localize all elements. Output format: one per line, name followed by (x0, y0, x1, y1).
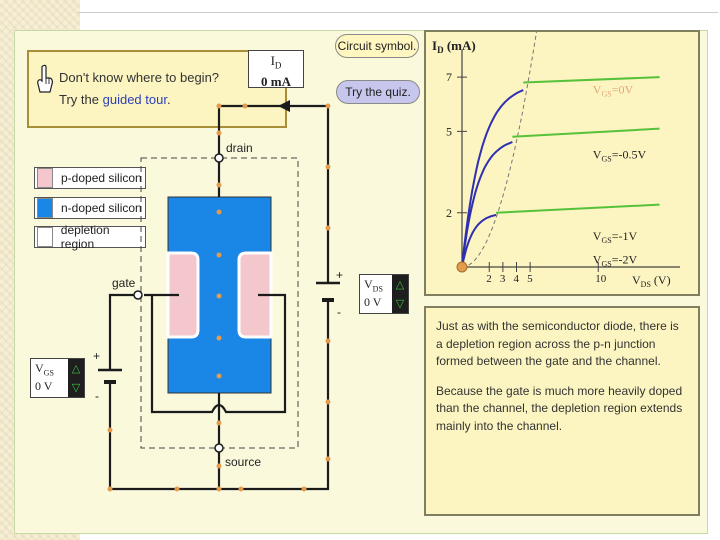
ohmic-curve (461, 89, 524, 268)
tour-prefix: Try the (59, 92, 99, 107)
vds-stepper: △ ▽ (392, 275, 408, 313)
explanation-box: Just as with the semiconductor diode, th… (424, 306, 700, 516)
tour-suggestion: Try the guided tour. (59, 92, 171, 107)
y-tick-label: 7 (446, 70, 452, 84)
vds-up-icon[interactable]: △ (395, 278, 405, 291)
vgs-battery (98, 368, 122, 384)
series-label: VGS=-0.5V (593, 148, 647, 164)
saturation-line (496, 203, 660, 214)
pointing-hand-icon (37, 64, 53, 93)
gate-label: gate (112, 276, 136, 290)
x-tick-label: 3 (500, 273, 506, 285)
gate-wire-left (108, 293, 138, 370)
tour-suffix: . (166, 92, 171, 107)
saturation-line (512, 127, 660, 138)
vgs-minus: - (95, 389, 99, 403)
vgs-value: 0 V (35, 379, 53, 393)
source-label: source (225, 455, 261, 469)
x-tick-label: 10 (595, 273, 607, 285)
charge-dots (107, 103, 331, 492)
vgs-plus: + (93, 349, 100, 363)
legend-n-doped: n-doped silicon (34, 197, 146, 219)
x-tick-label: 4 (514, 273, 520, 285)
ohmic-curve (461, 141, 513, 268)
legend-p-doped: p-doped silicon (34, 167, 146, 189)
p-gate-right (237, 251, 273, 339)
vds-battery (316, 281, 340, 302)
n-doped-swatch (37, 198, 53, 218)
gate-tie-wire (150, 293, 287, 414)
vgs-name: VGS (35, 361, 54, 378)
guided-tour-link[interactable]: guided tour (102, 92, 167, 107)
top-divider (78, 12, 718, 13)
guided-tour-box[interactable]: Don't know where to begin? Try the guide… (27, 50, 287, 128)
legend-label: p-doped silicon (61, 171, 142, 185)
vds-name: VDS (364, 277, 383, 294)
vds-minus: - (337, 305, 341, 319)
current-arrow (278, 100, 290, 112)
x-tick-label: 5 (527, 273, 533, 285)
ohmic-curve (461, 214, 497, 268)
source-terminal (214, 443, 224, 453)
vds-plus: + (336, 268, 343, 282)
y-tick-label: 5 (446, 124, 452, 138)
x-axis-label: VDS (V) (632, 273, 671, 289)
y-axis-label: ID (mA) (432, 38, 476, 55)
series-label: VGS=0V (593, 82, 634, 98)
saturation-line (523, 76, 660, 84)
vds-value: 0 V (364, 295, 382, 309)
vgs-up-icon[interactable]: △ (71, 362, 81, 375)
depletion-swatch (37, 227, 53, 247)
quiz-button[interactable]: Try the quiz. (336, 80, 420, 104)
vgs-control: VGS 0 V △ ▽ (30, 358, 85, 398)
meter-label: ID (270, 53, 282, 71)
legend-label: depletion region (60, 223, 110, 251)
meter-value: 0 mA (261, 73, 291, 89)
gate-terminal (133, 290, 143, 300)
pinch-off-curve (461, 28, 538, 268)
vds-down-icon[interactable]: ▽ (395, 297, 405, 310)
p-doped-swatch (37, 168, 53, 188)
drain-label: drain (226, 141, 253, 155)
operating-point (456, 261, 468, 273)
p-gate-left (166, 251, 200, 339)
y-tick-label: 2 (446, 206, 452, 220)
series-label: VGS=-1V (593, 229, 638, 245)
legend-depletion: depletion region (34, 223, 146, 251)
vds-control: VDS 0 V △ ▽ (359, 274, 409, 314)
circuit-symbol-button[interactable]: Circuit symbol. (335, 34, 419, 58)
tour-prompt: Don't know where to begin? (59, 70, 220, 85)
drain-current-meter: ID 0 mA (248, 50, 304, 89)
explanation-paragraph-2: Because the gate is much more heavily do… (436, 383, 683, 433)
drain-wire (217, 104, 330, 283)
drain-terminal (214, 153, 224, 163)
x-tick-label: 2 (486, 273, 492, 285)
vgs-stepper: △ ▽ (68, 359, 84, 397)
vgs-down-icon[interactable]: ▽ (71, 381, 81, 394)
legend-label: n-doped silicon (61, 201, 142, 215)
series-label: VGS=-2V (593, 253, 638, 269)
explanation-paragraph-1: Just as with the semiconductor diode, th… (436, 319, 679, 368)
